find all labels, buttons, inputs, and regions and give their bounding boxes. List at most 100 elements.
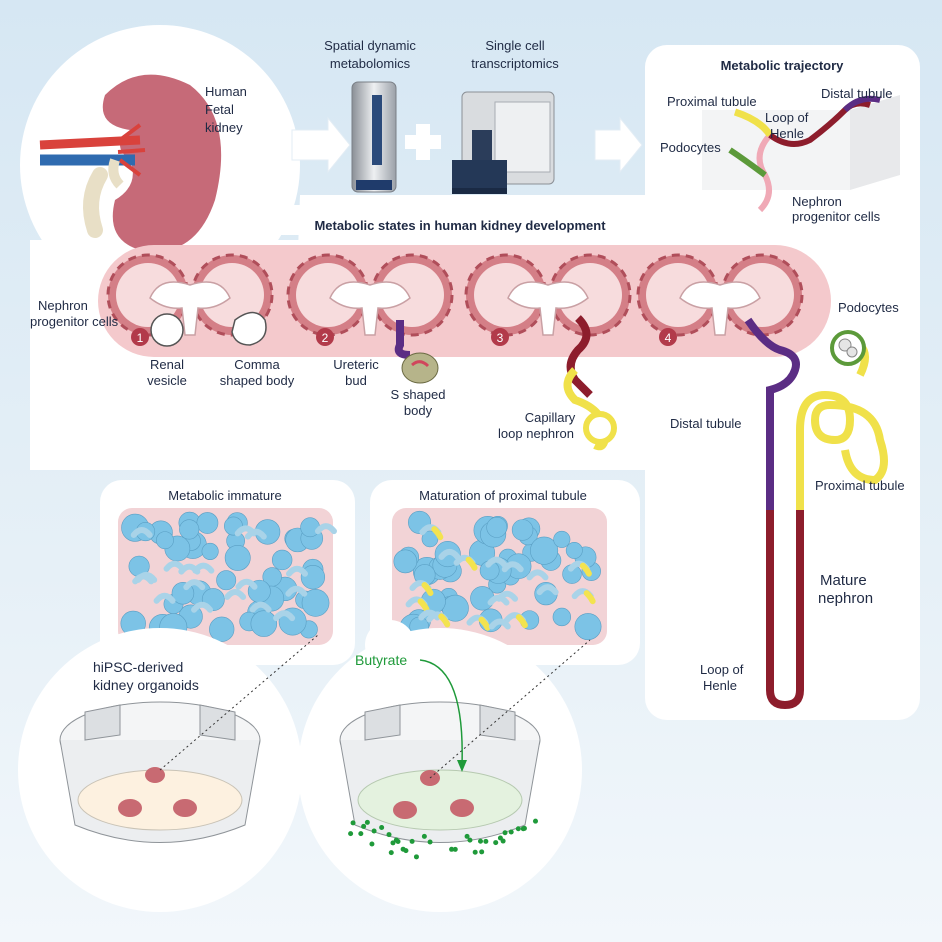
tubule [192,562,215,574]
kidney-label-3: kidney [205,120,243,135]
butyrate-dot [427,839,433,845]
proximal-marker [478,616,491,631]
butyrate-dot [502,830,508,836]
mature-label-2: nephron [818,590,873,607]
ureteric-label-2: bud [345,373,367,388]
states-title: Metabolic states in human kidney develop… [314,218,606,233]
butyrate-dot [409,838,415,844]
butyrate-dot [379,824,385,830]
proximal-marker [438,613,451,628]
leader-line-right [429,639,591,779]
trajectory-npc-label-1: Nephron [792,194,842,209]
butyrate-dot [464,833,470,839]
trajectory-loop-label-2: Henle [770,126,804,141]
step-4: 4 [665,331,672,345]
ureteric-bud [679,281,761,336]
tubule [314,523,337,535]
step-1: 1 [137,331,144,345]
cap-inner [200,263,264,327]
butyrate-dot [413,854,419,860]
tubule [501,561,524,573]
butyrate-dot [390,840,396,846]
cell [209,616,235,642]
butyrate-dot [515,826,521,832]
proximal-marker [583,590,596,605]
cap-inner [296,263,360,327]
trajectory-podocytes-label: Podocytes [660,140,721,155]
renal-vesicle-label-2: vesicle [147,373,187,388]
butyrate-dot [508,829,514,835]
butyrate-dot [364,819,370,825]
s-shaped-label-2: body [404,403,433,418]
cell [530,536,559,565]
butyrate-dot [467,837,473,843]
tubule [496,590,519,602]
renal-vesicle-label-1: Renal [150,357,184,372]
step-badges [131,328,677,346]
tubule [183,579,206,591]
butyrate-arrow [419,659,463,766]
butyrate-dot [358,831,364,837]
cell [196,512,219,534]
cell [300,565,326,590]
cap-inner [380,263,444,327]
ureteric-label-1: Ureteric [333,357,379,372]
mature-proximal-label: Proximal tubule [815,478,905,493]
ureteric-bud [329,281,411,336]
mature-nephron [744,317,888,710]
mature-loop-label-1: Loop of [700,662,744,677]
immature-title: Metabolic immature [168,488,281,503]
cap-inner [116,263,180,327]
tubule [438,548,461,560]
tubule [163,560,186,572]
stage-2 [286,253,454,337]
butyrate-dot [452,846,458,852]
butyrate-dot [472,849,478,855]
kidney-label-1: Human [205,84,247,99]
tubule [273,610,296,622]
nephron-stages [106,253,804,337]
butyrate-dot [371,828,377,834]
cell [553,530,571,548]
cell [511,519,534,541]
trajectory-plot [702,95,900,213]
tubule [234,525,257,537]
mature-label-1: Mature [820,572,867,589]
tubule [132,573,155,585]
butyrate-label: Butyrate [355,652,407,668]
kidney-label-2: Fetal [205,102,234,117]
ureteric-bud [149,281,231,336]
proximal-marker [579,562,592,577]
tubule [526,569,549,581]
proximal-marker [421,582,434,597]
proximal-marker [417,598,430,613]
stage-1 [106,253,274,337]
transcriptomics-label-1: Single cell [485,38,544,53]
proximal-marker [515,614,528,629]
butyrate-dot [493,840,499,846]
butyrate-dot [350,820,356,826]
proximal-marker [431,526,444,541]
metabolomics-label-1: Spatial dynamic [324,38,416,53]
butyrate-dot [400,846,406,852]
hipsc-label-2: kidney organoids [93,677,199,693]
mature-podocytes-label: Podocytes [838,300,899,315]
cell [301,589,330,617]
tubule [153,592,176,604]
tubule [285,585,308,597]
mature-loop-label-2: Henle [703,678,737,693]
stage-4 [636,253,804,337]
cell [486,516,508,538]
culture-well-right [339,701,541,843]
workflow-arrows [291,116,643,174]
cell [224,544,251,571]
butyrate-dot [388,850,394,856]
cap-inner [474,263,538,327]
states-npc-label-2: progenitor cells [30,314,119,329]
tubule [485,556,508,568]
cap-inner [646,263,710,327]
tubule [488,618,511,630]
cell [250,610,278,637]
